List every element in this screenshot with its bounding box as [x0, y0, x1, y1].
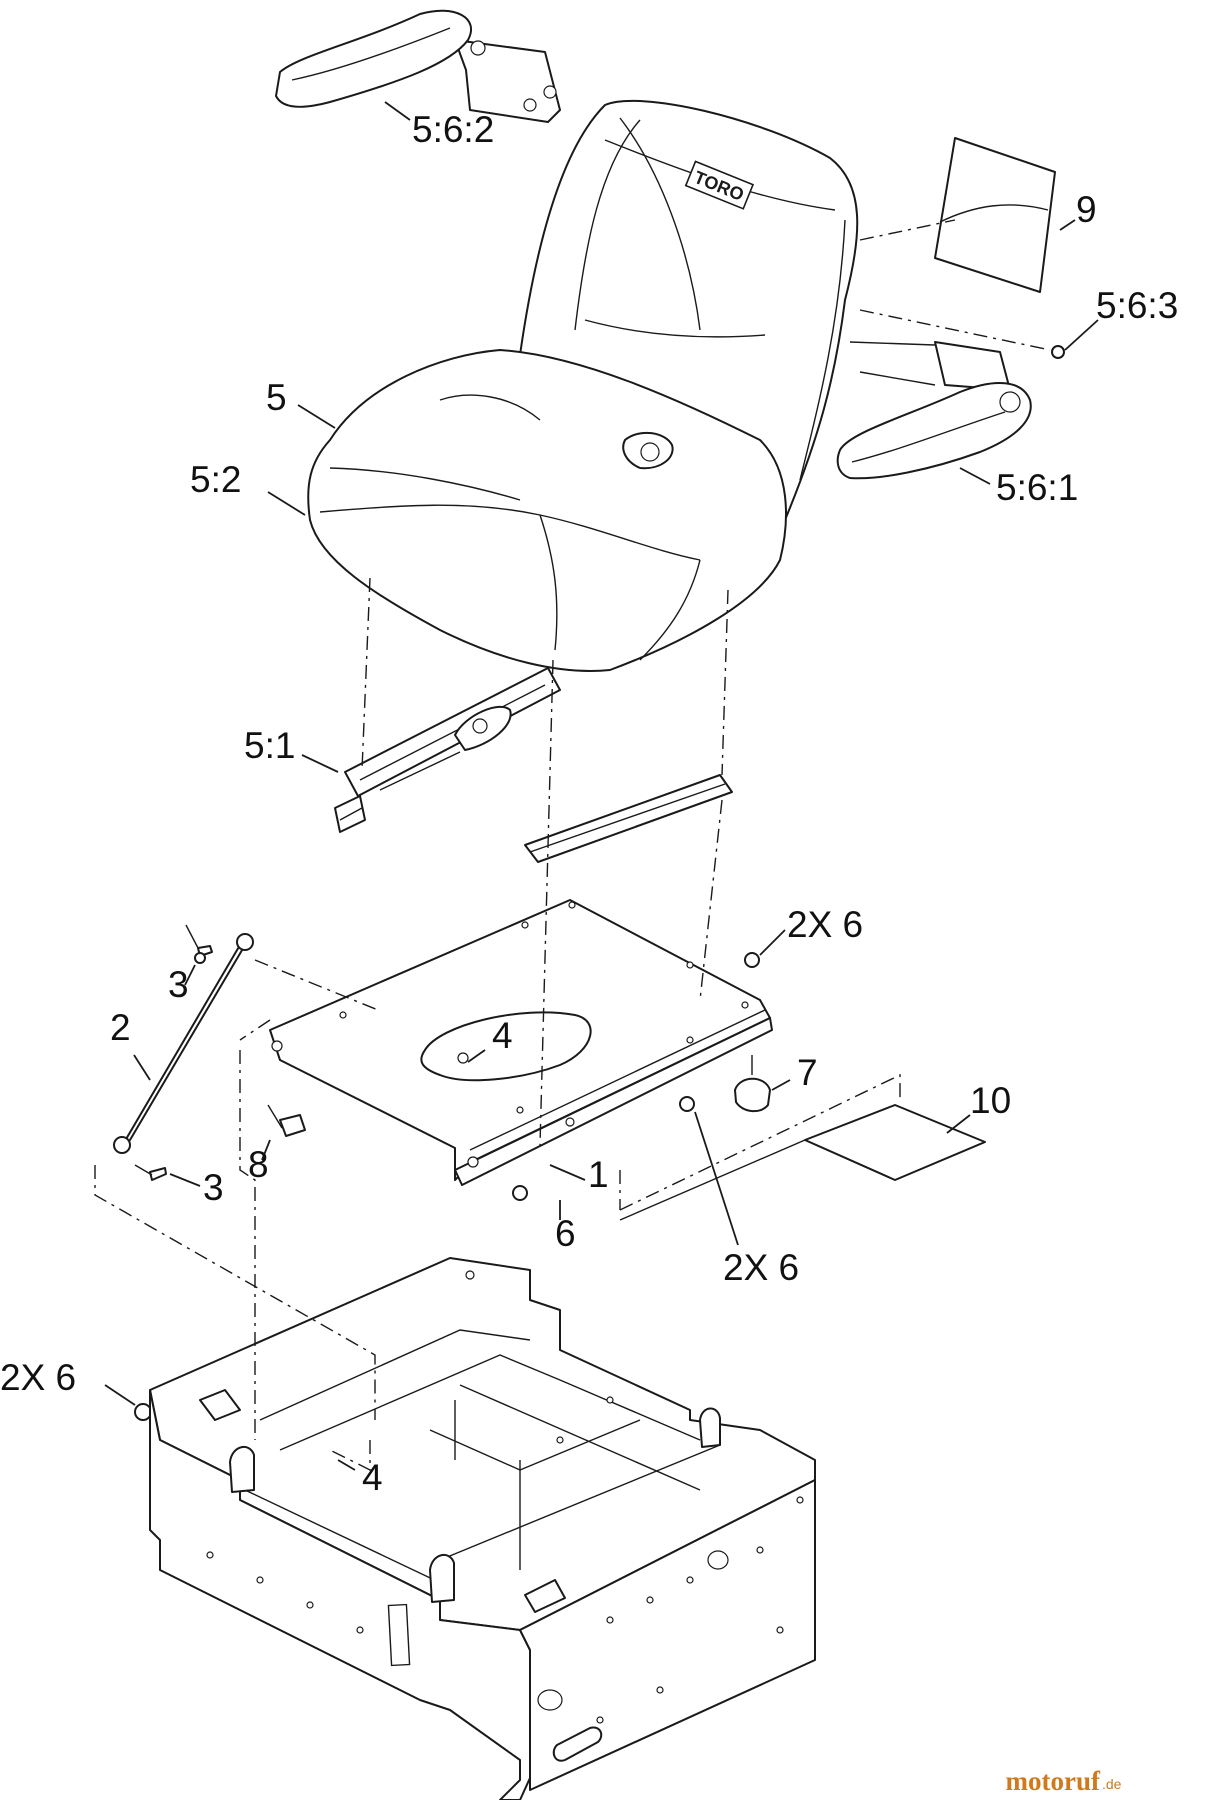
label-bolt-plate: 4 — [492, 1015, 513, 1056]
seat-track-right — [524, 774, 733, 863]
decal-9 — [934, 137, 1056, 293]
label-bolt-frame: 4 — [362, 1457, 383, 1498]
mounting-plate — [269, 899, 773, 1186]
callout-labels: 5:6:2 9 5:6:3 5 5:2 5:6:1 5:1 2X 6 3 2 4… — [0, 109, 1178, 1498]
label-nut-top-right: 2X 6 — [787, 904, 863, 945]
armrest-right — [836, 341, 1032, 480]
label-nut-frame: 2X 6 — [0, 1357, 76, 1398]
label-armrest-left: 5:6:2 — [412, 109, 494, 150]
nut-2x6-lower-right — [679, 1096, 695, 1112]
armrest-screw-5-6-3 — [1051, 345, 1065, 359]
nut-6-plate — [512, 1185, 528, 1201]
rod — [113, 933, 254, 1154]
armrest-left — [275, 9, 561, 123]
watermark: motoruf .de — [1006, 1766, 1122, 1796]
label-armrest-right: 5:6:1 — [996, 467, 1078, 508]
seat: TORO — [307, 99, 859, 672]
label-decal-10: 10 — [970, 1080, 1011, 1121]
frame-base — [149, 1257, 816, 1800]
watermark-suffix: .de — [1102, 1776, 1122, 1792]
watermark-brand: motoruf — [1006, 1766, 1101, 1796]
label-nut-plate: 6 — [555, 1213, 576, 1254]
nut-2x6-top-right — [744, 952, 760, 968]
label-seat: 5 — [266, 377, 287, 418]
label-nut-right-lower: 2X 6 — [723, 1247, 799, 1288]
nut-2x6-frame — [134, 1403, 152, 1421]
label-bolt-hinge: 8 — [248, 1144, 269, 1185]
leader-lines — [104, 101, 1099, 1471]
bumper-7 — [734, 1055, 771, 1113]
label-plate: 1 — [588, 1154, 609, 1195]
label-seat-track-latch: 5:1 — [244, 725, 295, 766]
label-seat-cushion: 5:2 — [190, 459, 241, 500]
bolt-8 — [267, 1104, 306, 1137]
label-armrest-screw: 5:6:3 — [1096, 285, 1178, 326]
label-decal-9: 9 — [1076, 189, 1097, 230]
label-screw-lower: 3 — [203, 1167, 224, 1208]
seat-track-latch — [334, 667, 561, 833]
label-screw-upper: 3 — [168, 964, 189, 1005]
screws-3 — [134, 924, 213, 1181]
assembly-lines — [94, 219, 1051, 1472]
label-rod: 2 — [110, 1007, 131, 1048]
label-bumper: 7 — [797, 1052, 818, 1093]
decal-10 — [804, 1104, 986, 1181]
